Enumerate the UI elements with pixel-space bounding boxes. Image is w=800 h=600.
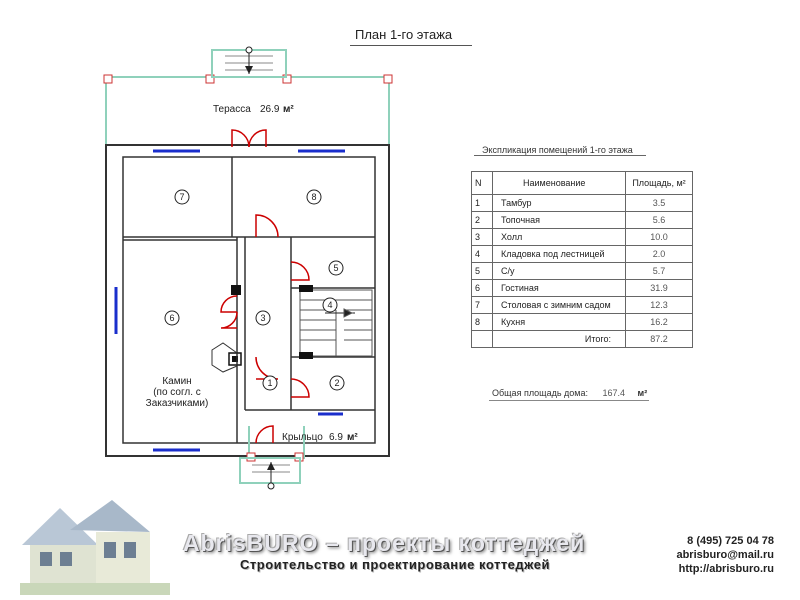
porch-unit: м²: [347, 432, 358, 443]
terrace-name: Терасса: [213, 104, 251, 115]
row-name: С/у: [492, 262, 626, 280]
explication-title: Экспликация помещений 1-го этажа: [482, 145, 633, 155]
terrace-unit: м²: [283, 104, 294, 115]
row-n: 7: [471, 296, 493, 314]
row-name: Кладовка под лестницей: [492, 245, 626, 263]
row-name: Гостиная: [492, 279, 626, 297]
interior-walls: [123, 157, 375, 443]
fireplace-label-line2: (по согл. с: [153, 387, 201, 398]
explication-title-underline: [474, 155, 646, 156]
terrace-area: 26.9: [260, 104, 280, 115]
row-area: 5.6: [625, 211, 693, 229]
header-n: N: [471, 171, 493, 195]
header-area: Площадь, м²: [625, 171, 693, 195]
row-area: 31.9: [625, 279, 693, 297]
row-n: 2: [471, 211, 493, 229]
row-area: 12.3: [625, 296, 693, 314]
fireplace-label-line3: Заказчиками): [146, 398, 209, 409]
contact-site[interactable]: http://abrisburo.ru: [678, 563, 774, 575]
row-name: Холл: [492, 228, 626, 246]
table-header-row: N Наименование Площадь, м²: [471, 171, 693, 195]
room-number-4: 4: [327, 300, 332, 310]
fireplace-label-line1: Камин: [162, 376, 191, 387]
row-name: Тамбур: [492, 194, 626, 212]
house-total: Общая площадь дома: 167.4 м²: [492, 388, 647, 398]
house-total-unit: м²: [637, 388, 648, 398]
room-markers: [164, 189, 345, 391]
house-total-label: Общая площадь дома:: [492, 388, 588, 398]
terrace-stairs: [211, 46, 287, 78]
contacts: 8 (495) 725 04 78 abrisburo@mail.ru http…: [660, 534, 774, 576]
porch-name: Крыльцо: [282, 432, 323, 443]
porch-area: 6.9: [329, 432, 343, 443]
room-number-6: 6: [169, 313, 174, 323]
porch-outline: [239, 426, 305, 490]
row-n: 5: [471, 262, 493, 280]
page-title: План 1-го этажа: [355, 27, 453, 42]
row-n: 4: [471, 245, 493, 263]
total-label: Итого:: [492, 330, 626, 348]
row-n: 3: [471, 228, 493, 246]
room-number-8: 8: [311, 192, 316, 202]
house-illustration: [20, 500, 170, 595]
chimney: [211, 285, 313, 373]
row-name: Кухня: [492, 313, 626, 331]
house-total-underline: [489, 400, 649, 401]
room-number-3: 3: [260, 313, 265, 323]
table-total-row: Итого:87.2: [471, 330, 693, 348]
doors: [220, 129, 310, 444]
title-underline: [350, 45, 472, 46]
row-n: 8: [471, 313, 493, 331]
room-number-2: 2: [334, 378, 339, 388]
row-n: 1: [471, 194, 493, 212]
contact-email[interactable]: abrisburo@mail.ru: [676, 549, 774, 561]
brand-tagline: Строительство и проектирование коттеджей: [240, 557, 550, 572]
room-number-1: 1: [267, 378, 272, 388]
brand-name: AbrisBURO – проекты коттеджей: [183, 530, 586, 556]
staircase: [299, 289, 373, 357]
room-number-7: 7: [179, 192, 184, 202]
contact-phone: 8 (495) 725 04 78: [687, 535, 774, 547]
total-value: 87.2: [625, 330, 693, 348]
row-area: 2.0: [625, 245, 693, 263]
house-total-value: 167.4: [602, 388, 626, 398]
row-name: Топочная: [492, 211, 626, 229]
row-name: Столовая с зимним садом: [492, 296, 626, 314]
row-n: 6: [471, 279, 493, 297]
row-area: 10.0: [625, 228, 693, 246]
room-number-5: 5: [333, 263, 338, 273]
row-area: 3.5: [625, 194, 693, 212]
row-area: 16.2: [625, 313, 693, 331]
header-name: Наименование: [492, 171, 626, 195]
row-area: 5.7: [625, 262, 693, 280]
windows: [114, 149, 345, 452]
